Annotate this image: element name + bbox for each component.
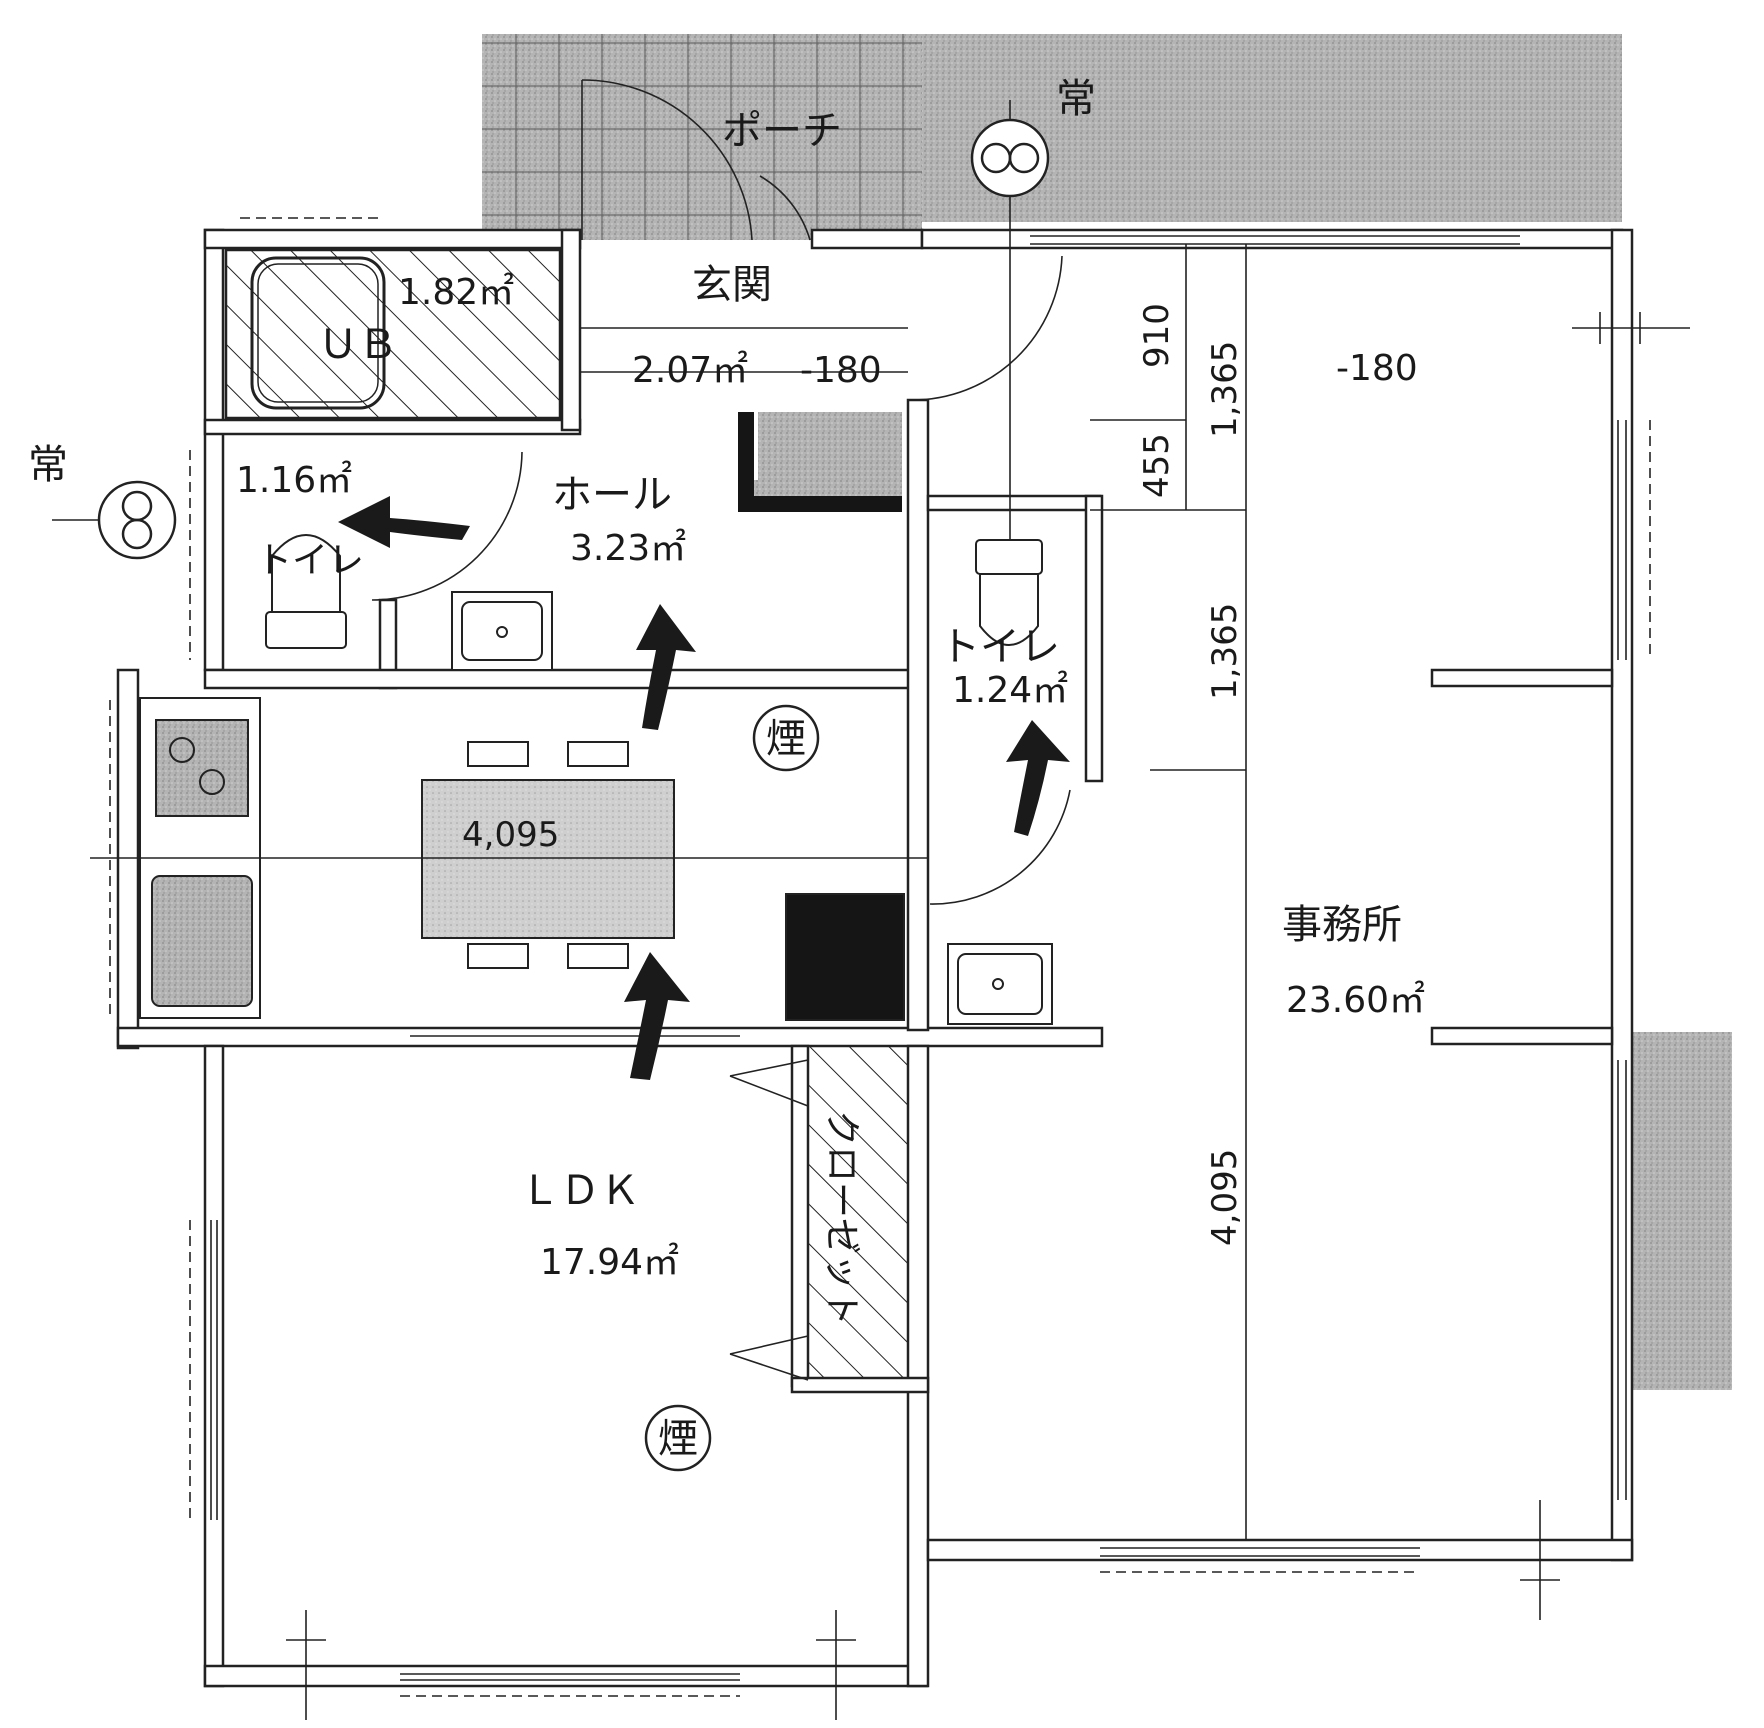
office-area: 23.60㎡ <box>1286 979 1425 1021</box>
office-level: -180 <box>1336 348 1418 389</box>
toilet-right-fixture <box>975 539 1043 646</box>
entrance-label: 玄関 <box>692 262 772 308</box>
smoke-symbol-lower: 煙 <box>658 1416 698 1462</box>
ldk-label: ＬＤＫ <box>520 1168 640 1214</box>
windows <box>109 217 1651 1697</box>
entrance-level: -180 <box>800 350 882 391</box>
hall-area: 3.23㎡ <box>570 527 686 569</box>
refrigerator <box>785 893 905 1021</box>
vent-symbol-top: 常 <box>1056 76 1096 122</box>
ldk-area: 17.94㎡ <box>540 1241 679 1283</box>
entrance-area: 2.07㎡ <box>632 349 748 391</box>
smoke-symbol-upper: 煙 <box>766 716 806 762</box>
step-hatch-area <box>738 412 902 512</box>
dim-1365-top: 1,365 <box>1205 341 1245 438</box>
toilet-left-area: 1.16㎡ <box>236 459 352 501</box>
office-sink <box>947 943 1053 1025</box>
ub-area: 1.82㎡ <box>398 271 514 313</box>
stair-arrow-icon <box>338 496 1070 1080</box>
office-label: 事務所 <box>1282 902 1402 948</box>
toilet-right-area: 1.24㎡ <box>952 669 1068 711</box>
dim-910: 910 <box>1137 303 1177 368</box>
dim-4095-horizontal: 4,095 <box>462 815 559 855</box>
smoke-detector-icon <box>644 704 820 1472</box>
door-swing-arc-icon <box>371 79 1071 905</box>
walls <box>116 228 1634 1688</box>
toilet-left-label: トイレ <box>256 540 364 581</box>
dim-1365-mid: 1,365 <box>1205 603 1245 700</box>
unit-bath <box>224 248 562 420</box>
hall-label: ホール <box>552 472 672 518</box>
vent-symbol-left: 常 <box>28 442 68 488</box>
toilet-right-label: トイレ <box>940 624 1060 670</box>
north-arrow-icon <box>286 312 1690 1720</box>
toilet-left-fixture <box>265 534 347 649</box>
porch-area <box>482 34 1622 240</box>
closet-label: クローゼット <box>821 1110 862 1326</box>
interior-lines <box>90 100 1247 1540</box>
dim-4095-vertical: 4,095 <box>1205 1149 1245 1246</box>
dining-table <box>421 741 675 969</box>
ub-label: ＵＢ <box>318 322 398 368</box>
step-dark-edge <box>738 412 902 512</box>
closet-hatch <box>807 1045 909 1379</box>
exterior-deck <box>1628 1032 1732 1390</box>
dim-455: 455 <box>1137 433 1177 498</box>
hall-sink <box>451 591 553 671</box>
porch-label: ポーチ <box>722 108 842 154</box>
ventilation-fan-icon <box>52 118 1050 560</box>
